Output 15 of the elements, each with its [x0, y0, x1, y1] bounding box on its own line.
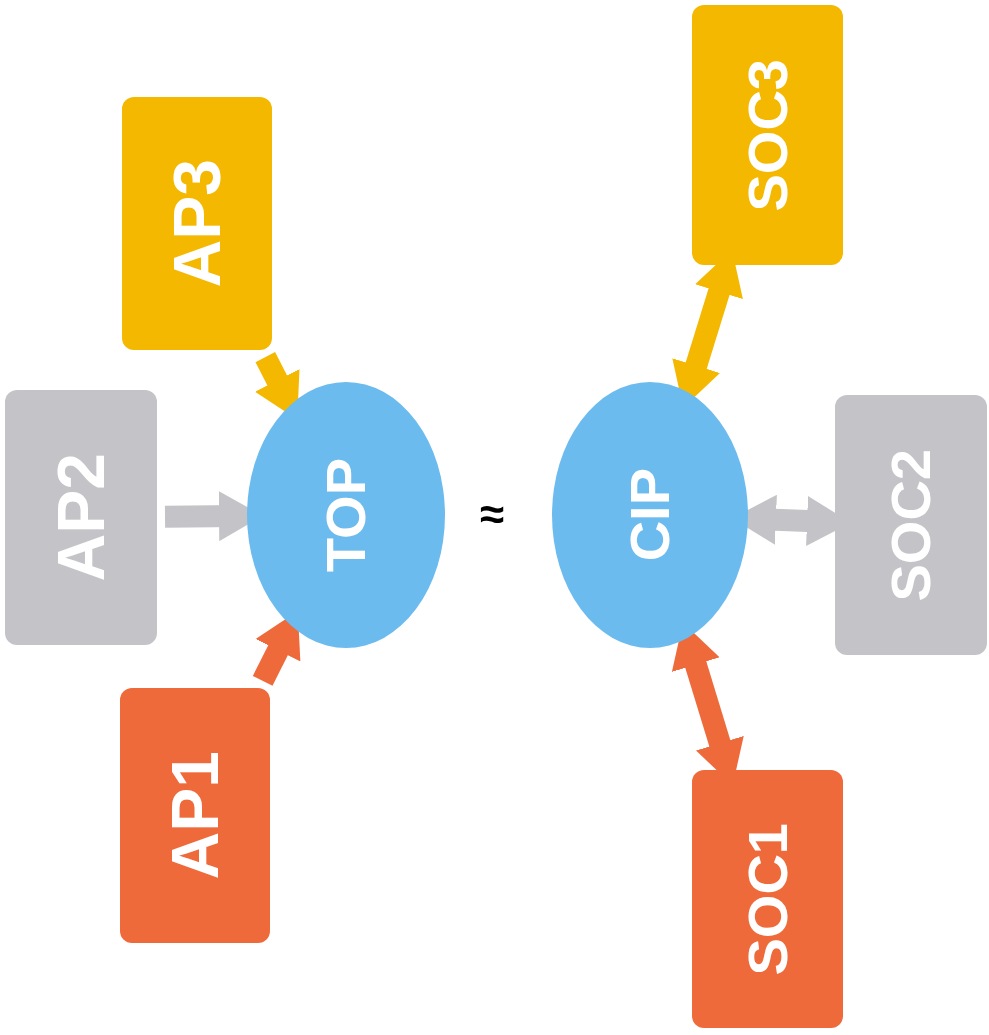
node-label: SOC1 [739, 822, 796, 976]
approx-sign: ≈ [480, 492, 505, 536]
rounded-box [692, 5, 843, 265]
node-label: SOC2 [883, 448, 939, 602]
node-label: AP1 [162, 751, 228, 880]
rounded-box [120, 688, 270, 943]
node-label: AP3 [164, 159, 230, 288]
node-label: SOC3 [739, 58, 796, 212]
node-label: CIP [622, 468, 678, 562]
rounded-box [835, 395, 987, 655]
node-label: TOP [318, 457, 374, 573]
rounded-box [5, 390, 157, 645]
node-label: AP2 [48, 453, 114, 582]
rounded-box [692, 770, 843, 1028]
rounded-box [122, 97, 272, 350]
